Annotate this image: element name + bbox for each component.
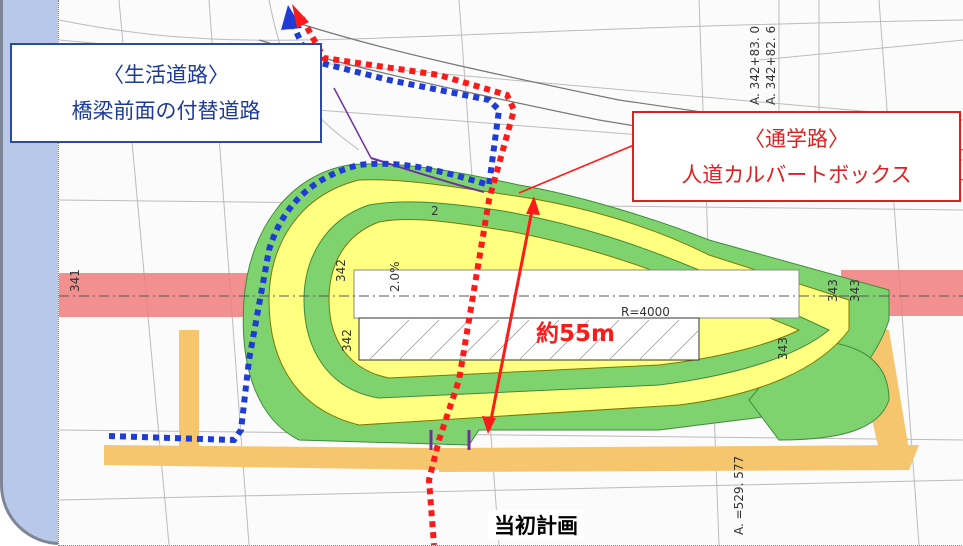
living-road-callout: 〈生活道路〉 橋梁前面の付替道路	[10, 43, 322, 143]
distance-arrow-head-top	[526, 196, 540, 215]
culvert-box	[429, 430, 471, 450]
distance-arrow-head-bottom	[482, 416, 496, 434]
plan-drawing: 341 342 342 343 343 343 R=4000 A. 342+83…	[59, 0, 963, 545]
blue-callout-pointer	[333, 87, 372, 159]
distance-label: 約55m	[536, 321, 615, 347]
red-callout-pointer	[518, 144, 635, 194]
median-hatching	[368, 319, 700, 361]
approach-road-right	[439, 445, 919, 472]
plan-map: 341 342 342 343 343 343 R=4000 A. 342+83…	[58, 0, 963, 546]
living-road-title: 〈生活道路〉	[103, 63, 229, 87]
school-route	[299, 16, 518, 545]
school-route-arrow	[292, 4, 309, 28]
school-route-title: 〈通学路〉	[744, 127, 849, 151]
living-road-route	[108, 18, 503, 444]
upper-road-edge-2	[288, 19, 963, 151]
distance-arrow-line	[487, 199, 536, 431]
school-route-subtitle: 人道カルバートボックス	[681, 163, 912, 187]
approach-road-left	[104, 445, 439, 470]
label-station-342-lower: 342	[340, 329, 354, 352]
school-route-callout: 〈通学路〉 人道カルバートボックス	[632, 111, 961, 202]
label-sta-a: A. 342+83. 0	[748, 26, 762, 105]
label-station-341: 341	[68, 269, 82, 292]
label-station-342-upper: 342	[334, 259, 348, 282]
label-sta-b: A. 342+82. 6	[764, 26, 778, 105]
plan-title: 当初計画	[488, 510, 584, 540]
median-hatched	[358, 317, 700, 361]
median-white	[353, 269, 800, 319]
label-sta-c: A. =529. 577	[732, 456, 746, 535]
label-curve-no: 2	[431, 204, 439, 218]
side-road-left	[179, 330, 199, 450]
label-station-343-right: 343	[826, 279, 840, 302]
living-road-subtitle: 橋梁前面の付替道路	[71, 99, 261, 123]
label-grade: 2.0%	[388, 262, 402, 293]
label-station-343-right2: 343	[848, 279, 862, 302]
label-radius: R=4000	[621, 305, 670, 319]
label-station-343-mid: 343	[776, 337, 790, 360]
